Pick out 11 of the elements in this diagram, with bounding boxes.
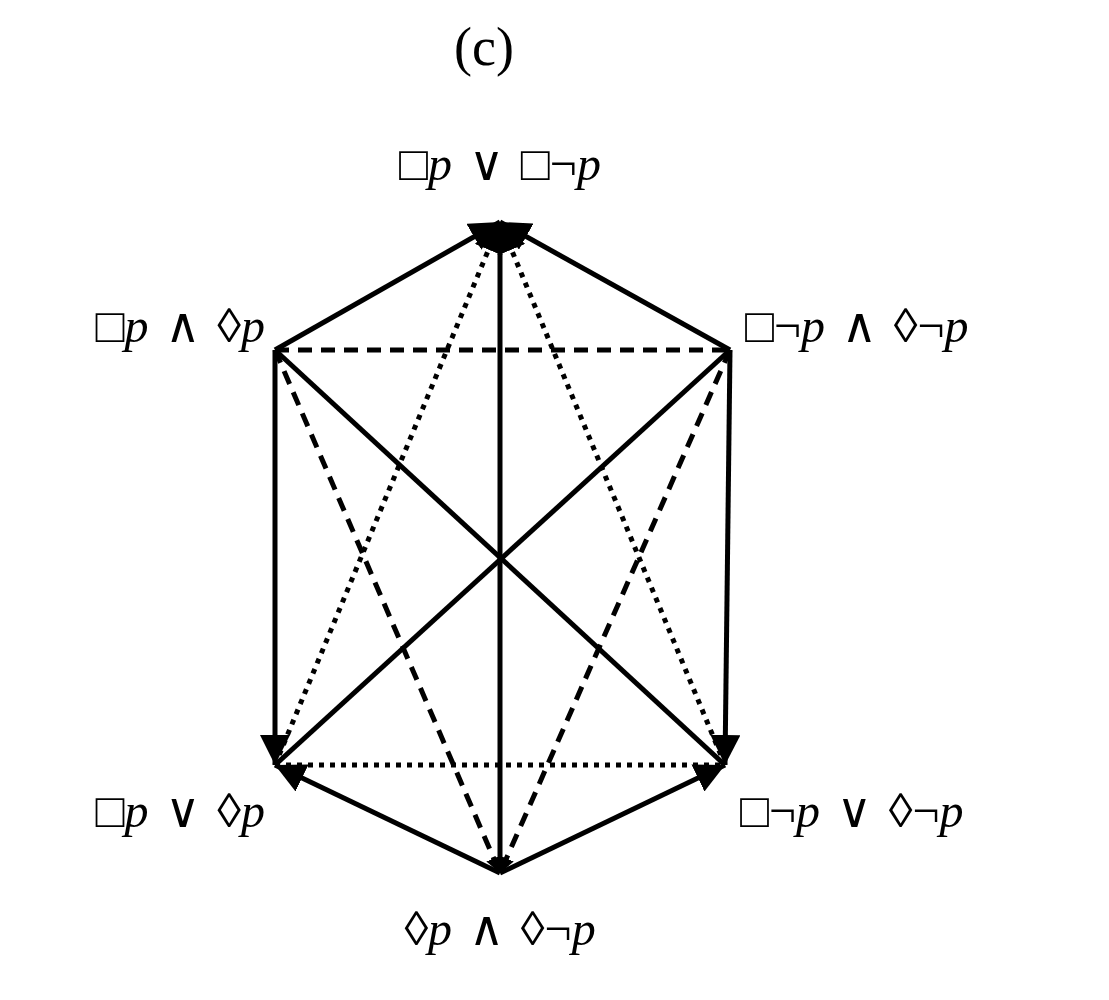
arrow <box>498 762 727 876</box>
arrow <box>498 219 732 353</box>
formula-label: □p ∨ ◊p <box>5 765 275 835</box>
formula-label: □p ∨ □¬p <box>340 140 660 222</box>
arrow <box>273 762 502 876</box>
arrow <box>710 349 741 766</box>
formula-label: □p ∧ ◊p <box>5 302 275 350</box>
formula-label: □¬p ∧ ◊¬p <box>730 302 1105 350</box>
formula-label: □¬p ∨ ◊¬p <box>725 765 1105 835</box>
formula-label: ◊p ∧ ◊¬p <box>340 873 660 953</box>
arrow <box>260 350 290 765</box>
